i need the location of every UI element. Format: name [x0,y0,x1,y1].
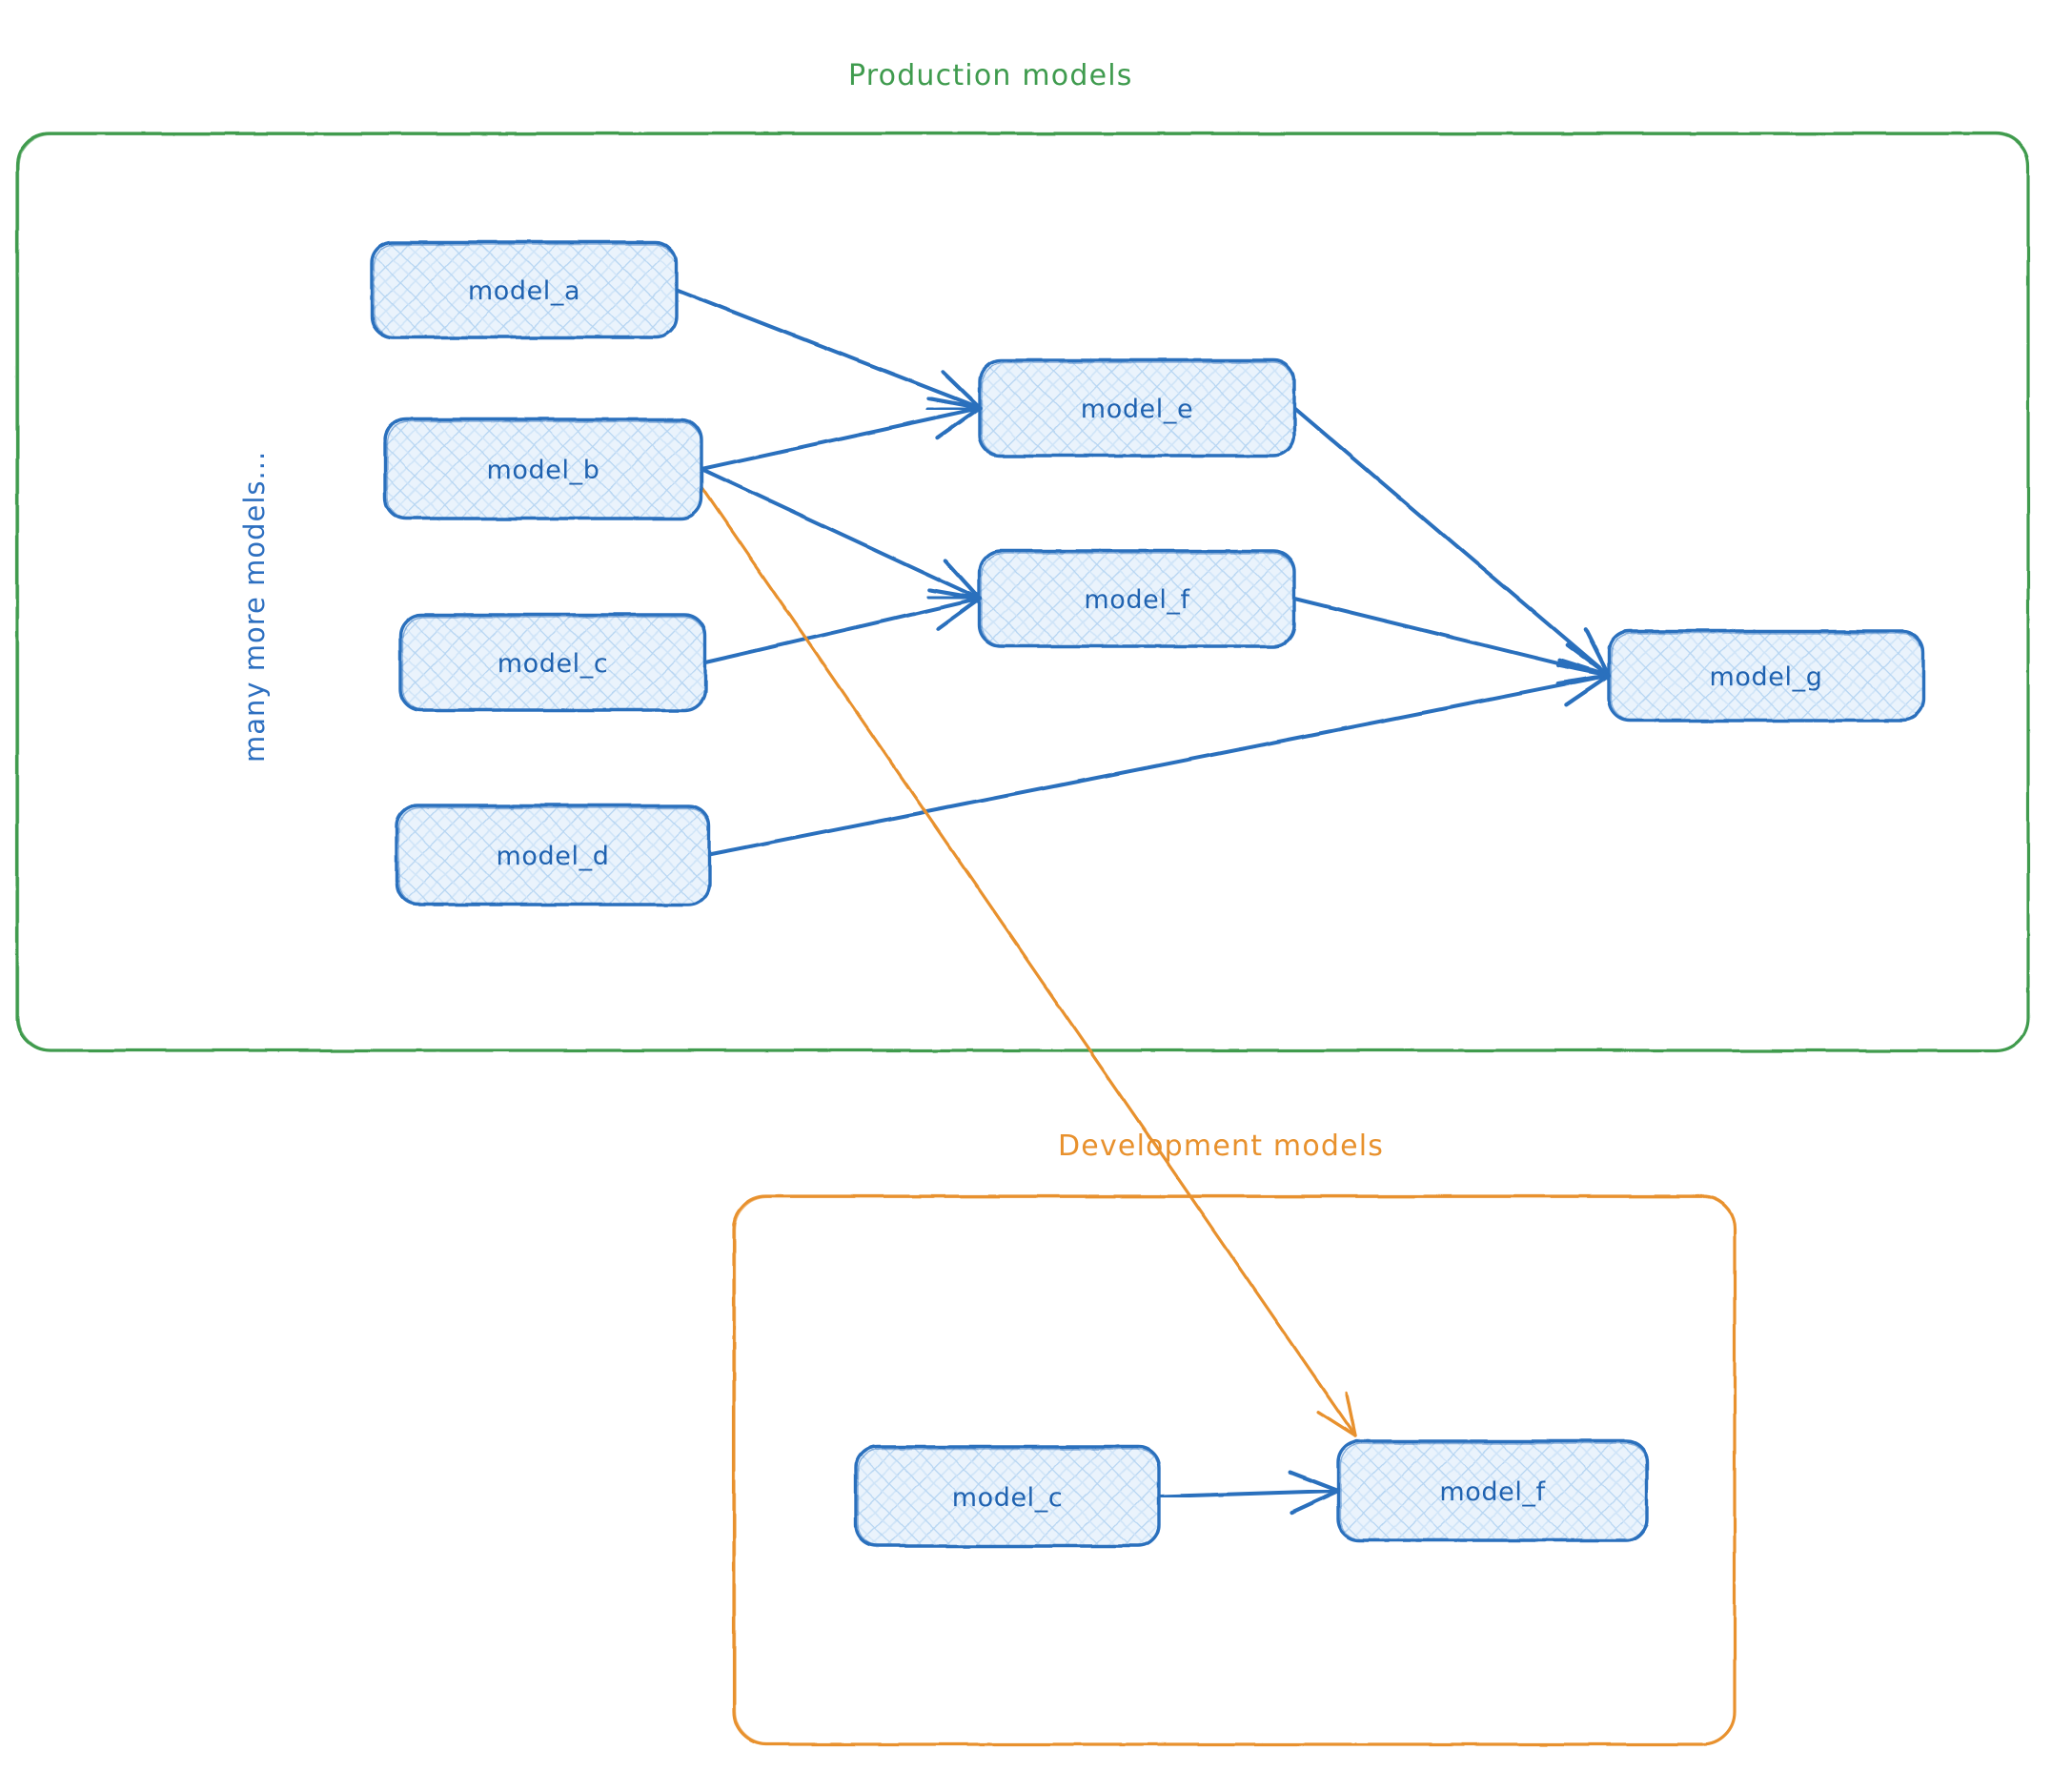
node-label: model_c [952,1483,1064,1513]
edge-devc-to-devf [1157,1489,1340,1498]
node-prod_model_e[interactable]: model_e [978,358,1296,458]
arrowhead-f-to-g [1555,642,1612,686]
node-label: model_g [1710,662,1823,692]
arrowhead-prodb-to-devf [1316,1391,1357,1437]
group-title-development: Development models [1058,1130,1385,1163]
edge-a-to-e [675,288,982,410]
arrowhead-d-to-g [1556,662,1612,707]
node-label: model_b [487,456,600,485]
edge-f-to-g [1292,597,1611,678]
node-prod_model_a[interactable]: model_a [370,240,679,339]
node-dev_model_c[interactable]: model_c [854,1445,1161,1548]
node-label: model_c [498,649,609,679]
node-label: model_e [1081,395,1193,424]
node-prod_model_c[interactable]: model_c [398,613,707,712]
node-prod_model_d[interactable]: model_d [395,804,711,906]
arrowhead-c-to-f [926,587,983,631]
group-title-production: Production models [848,59,1133,92]
group-container-production [15,132,2030,1052]
arrowhead-b-to-e [926,397,983,440]
many-more-models-note: many more models... [238,450,271,763]
node-prod_model_b[interactable]: model_b [383,417,703,520]
edge-prodb-to-devf [695,478,1357,1437]
edge-d-to-g [707,674,1611,857]
edge-b-to-e [700,406,982,471]
node-prod_model_f[interactable]: model_f [978,549,1296,648]
node-label: model_d [497,842,610,871]
group-container-development [732,1194,1737,1746]
node-label: model_a [468,276,580,306]
node-label: model_f [1439,1477,1546,1507]
edge-c-to-f [703,597,982,664]
node-label: model_f [1084,585,1190,615]
arrowhead-devc-to-devf [1288,1470,1341,1515]
edge-b-to-f [700,467,982,601]
edge-e-to-g [1292,406,1611,678]
node-dev_model_f[interactable]: model_f [1336,1439,1649,1542]
